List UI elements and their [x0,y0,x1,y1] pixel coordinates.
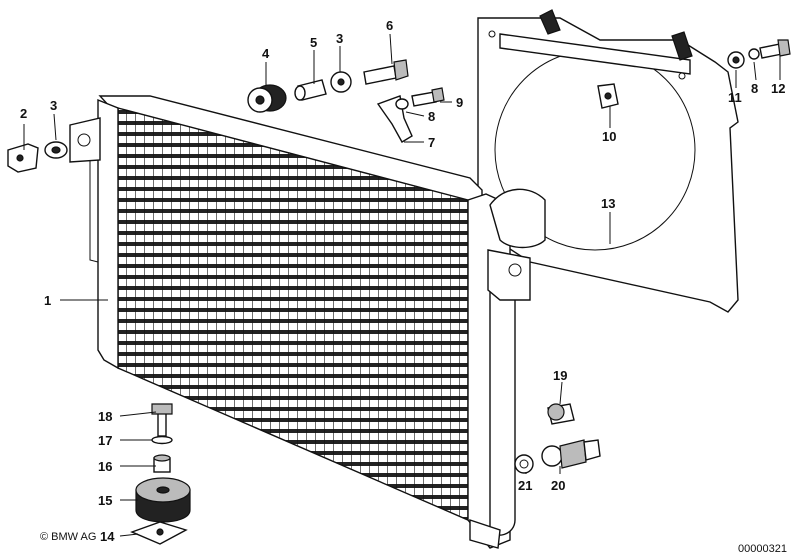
part-2-clip [7,143,39,173]
leader-lines [23,33,781,537]
part-19-plug [547,403,575,425]
drawing-number: 00000321 [738,543,787,555]
label-part-9: 9 [456,95,463,110]
part-4-rubber-mount [247,84,287,113]
radiator [69,95,546,549]
label-part-4: 4 [262,46,270,61]
part-8b-washer [748,48,760,60]
label-part-13: 13 [601,196,615,211]
label-part-3a: 3 [50,98,57,113]
part-7-bracket [376,95,413,143]
part-21-seal-ring [514,454,534,474]
part-labels: 1 2 3 3 4 5 6 7 8 8 9 10 11 12 13 14 15 … [20,18,785,544]
label-part-18: 18 [98,409,112,424]
part-3b-washer [330,71,352,93]
label-part-10: 10 [602,129,616,144]
label-part-21: 21 [518,478,532,493]
label-part-7: 7 [428,135,435,150]
label-part-11: 11 [728,90,742,105]
part-8a-washer [395,98,409,110]
label-part-14: 14 [100,529,115,544]
label-part-17: 17 [98,433,112,448]
part-10-clip-nut [597,83,619,109]
label-part-8b: 8 [751,81,758,96]
label-part-16: 16 [98,459,112,474]
part-17-washer [151,435,173,445]
label-part-3b: 3 [336,31,343,46]
label-part-15: 15 [98,493,112,508]
part-14-clip [130,521,188,545]
label-part-8a: 8 [428,109,435,124]
part-20-temperature-switch [541,439,601,469]
label-part-19: 19 [553,368,567,383]
part-15-rubber-mount [135,477,191,523]
part-18-bolt [151,403,173,437]
label-part-6: 6 [386,18,393,33]
part-16-spacer [153,454,171,473]
part-11-washer [727,51,745,69]
label-part-5: 5 [310,35,317,50]
part-12-screw [759,39,791,59]
part-9-bolt [411,87,445,107]
label-part-20: 20 [551,478,565,493]
part-5-bushing [294,79,327,101]
label-part-1: 1 [44,293,51,308]
copyright-text: © BMW AG [40,531,96,543]
part-3a-washer [44,141,68,159]
part-6-bolt [363,59,409,85]
label-part-2: 2 [20,106,27,121]
label-part-12: 12 [771,81,785,96]
